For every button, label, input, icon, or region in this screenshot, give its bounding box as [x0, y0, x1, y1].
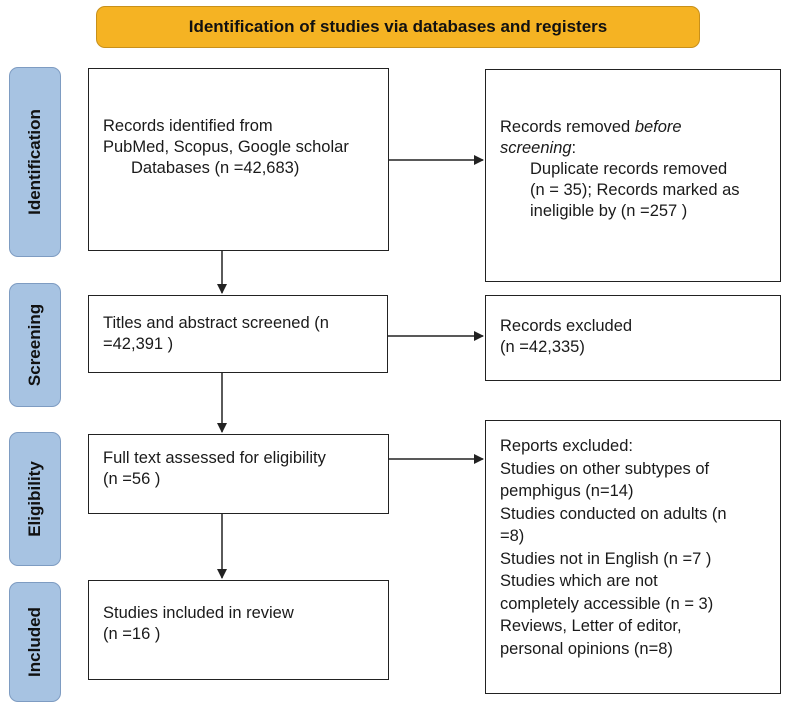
phase-screening: Screening [9, 283, 61, 407]
records-removed-line-3: ineligible by (n =257 ) [530, 202, 688, 220]
phase-included: Included [9, 582, 61, 702]
records-excluded-line-2: (n =42,335) [500, 338, 585, 356]
records-removed-text: Records removed [500, 118, 635, 136]
titles-screened-box: Titles and abstract screened (n =42,391 … [88, 295, 388, 373]
records-identified-line-1: Records identified from [103, 117, 273, 135]
records-removed-line-2: (n = 35); Records marked as [530, 181, 740, 199]
included-line-1: Studies included in review [103, 604, 294, 622]
included-line-2: (n =16 ) [103, 625, 161, 643]
reports-excluded-line-6: Studies not in English (n =7 ) [500, 549, 712, 568]
reports-excluded-line-8: completely accessible (n = 3) [500, 594, 714, 613]
phase-identification: Identification [9, 67, 61, 257]
records-identified-line-2: PubMed, Scopus, Google scholar [103, 138, 349, 156]
records-removed-line-1: Duplicate records removed [530, 160, 728, 178]
records-removed-colon: : [571, 139, 577, 157]
records-removed-screening: screening [500, 139, 572, 157]
records-removed-emphasis: before [634, 118, 682, 136]
reports-excluded-line-2: Studies on other subtypes of [500, 459, 710, 478]
records-excluded-line-1: Records excluded [500, 317, 633, 335]
reports-excluded-line-7: Studies which are not [500, 572, 658, 590]
records-identified-box: Records identified from PubMed, Scopus, … [88, 68, 389, 251]
titles-screened-line-1: Titles and abstract screened (n [103, 314, 329, 332]
reports-excluded-line-10: personal opinions (n=8) [500, 639, 673, 658]
records-removed-heading-1: Records removed before [500, 117, 780, 138]
full-text-line-1: Full text assessed for eligibility [103, 449, 326, 467]
full-text-line-2: (n =56 ) [103, 470, 161, 488]
records-removed-box: Records removed before screening: Duplic… [485, 69, 781, 282]
reports-excluded-line-3: pemphigus (n=14) [500, 482, 634, 500]
full-text-box: Full text assessed for eligibility (n =5… [88, 434, 389, 514]
phase-eligibility: Eligibility [9, 432, 61, 566]
titles-screened-line-2: =42,391 ) [103, 335, 174, 353]
reports-excluded-line-4: Studies conducted on adults (n [500, 504, 727, 523]
header-banner: Identification of studies via databases … [96, 6, 700, 48]
included-box: Studies included in review (n =16 ) [88, 580, 389, 680]
reports-excluded-box: Reports excluded: Studies on other subty… [485, 420, 781, 694]
reports-excluded-line-1: Reports excluded: [500, 437, 633, 455]
header-title: Identification of studies via databases … [188, 17, 608, 36]
reports-excluded-line-5: =8) [500, 527, 525, 545]
records-identified-line-3: Databases (n =42,683) [131, 159, 300, 177]
records-excluded-box: Records excluded (n =42,335) [485, 295, 781, 381]
reports-excluded-line-9: Reviews, Letter of editor, [500, 617, 682, 635]
records-removed-heading-2: screening: [500, 138, 780, 159]
